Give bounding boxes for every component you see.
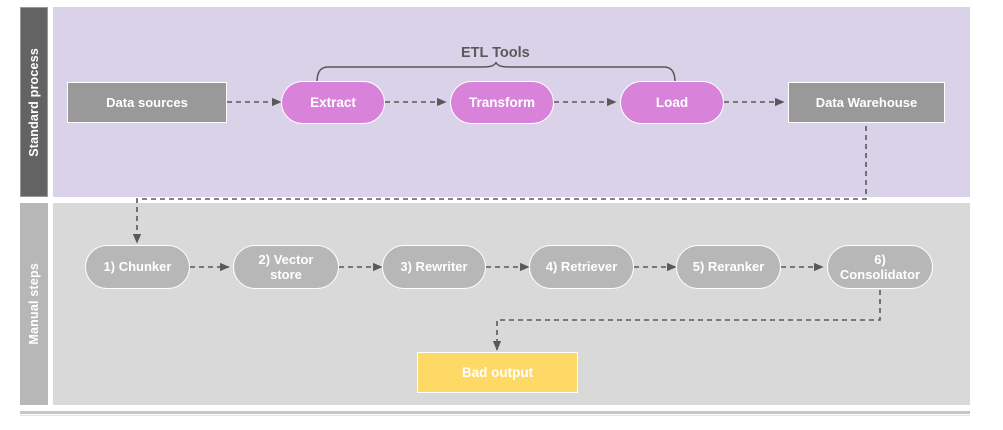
node-extract-label: Extract [310, 94, 356, 110]
node-consolidator[interactable]: 6) Consolidator [827, 245, 933, 289]
lane-manual-steps-strip: Manual steps [20, 203, 48, 405]
node-transform[interactable]: Transform [450, 81, 554, 124]
node-rewriter[interactable]: 3) Rewriter [382, 245, 486, 289]
node-bad-output-label: Bad output [461, 364, 534, 380]
lane-standard-process-label: Standard process [27, 47, 41, 157]
bottom-divider [20, 411, 970, 414]
node-data-warehouse[interactable]: Data Warehouse [788, 82, 945, 123]
node-data-sources-label: Data sources [106, 94, 188, 110]
node-chunker-label: 1) Chunker [103, 259, 172, 275]
node-data-warehouse-label: Data Warehouse [815, 94, 918, 110]
node-reranker[interactable]: 5) Reranker [676, 245, 781, 289]
node-load[interactable]: Load [620, 81, 724, 124]
node-data-sources[interactable]: Data sources [67, 82, 227, 123]
node-retriever-label: 4) Retriever [545, 259, 618, 275]
node-retriever[interactable]: 4) Retriever [529, 245, 634, 289]
node-load-label: Load [655, 94, 689, 110]
node-vector-store-label: 2) Vector store [258, 251, 314, 282]
node-bad-output[interactable]: Bad output [417, 352, 578, 393]
etl-tools-bracket [316, 62, 676, 82]
node-transform-label: Transform [468, 94, 536, 110]
node-rewriter-label: 3) Rewriter [400, 259, 468, 275]
node-vector-store[interactable]: 2) Vector store [233, 245, 339, 289]
node-chunker[interactable]: 1) Chunker [85, 245, 190, 289]
lane-manual-steps-label: Manual steps [27, 263, 41, 345]
lane-standard-process-strip: Standard process [20, 7, 48, 197]
node-consolidator-label: 6) Consolidator [839, 251, 921, 282]
bottom-divider-secondary [20, 415, 970, 416]
node-reranker-label: 5) Reranker [692, 259, 765, 275]
node-extract[interactable]: Extract [281, 81, 385, 124]
etl-tools-label: ETL Tools [461, 45, 530, 61]
